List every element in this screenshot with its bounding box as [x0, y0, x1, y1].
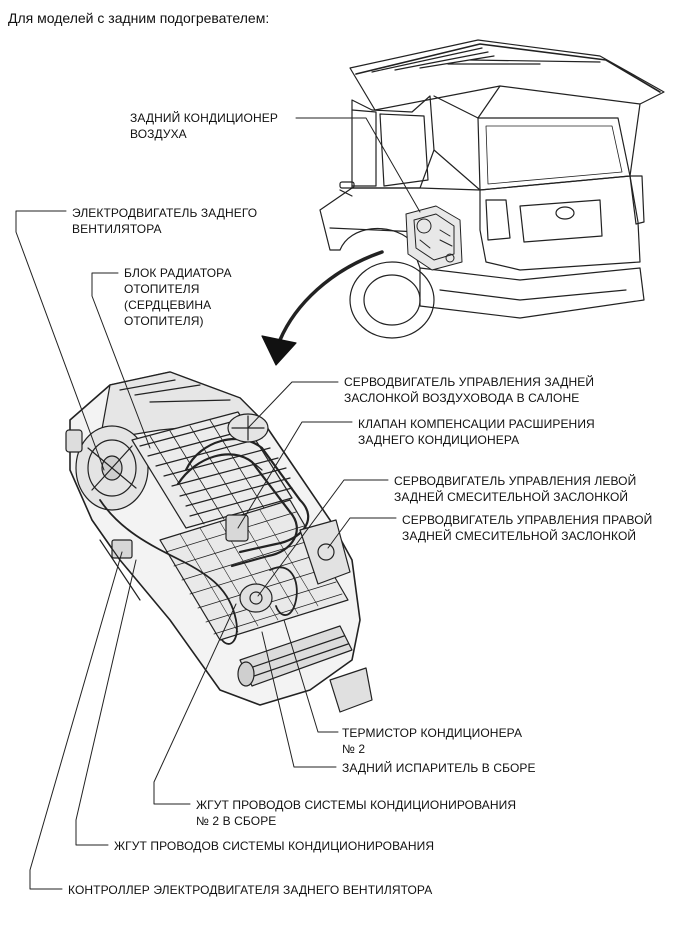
label-harness: ЖГУТ ПРОВОДОВ СИСТЕМЫ КОНДИЦИОНИРОВАНИЯ — [114, 839, 435, 853]
page-heading: Для моделей с задним подогревателем: — [8, 10, 270, 26]
label-evaporator: ЗАДНИЙ ИСПАРИТЕЛЬ В СБОРЕ — [342, 761, 536, 775]
vehicle-drawing — [319, 39, 665, 339]
vehicle-ac-unit — [405, 205, 463, 271]
zoom-arrow — [261, 250, 384, 366]
leader-lines — [15, 117, 421, 890]
ac-unit-drawing — [65, 371, 373, 713]
label-blower-controller: КОНТРОЛЛЕР ЭЛЕКТРОДВИГАТЕЛЯ ЗАДНЕГО ВЕНТ… — [68, 883, 433, 897]
